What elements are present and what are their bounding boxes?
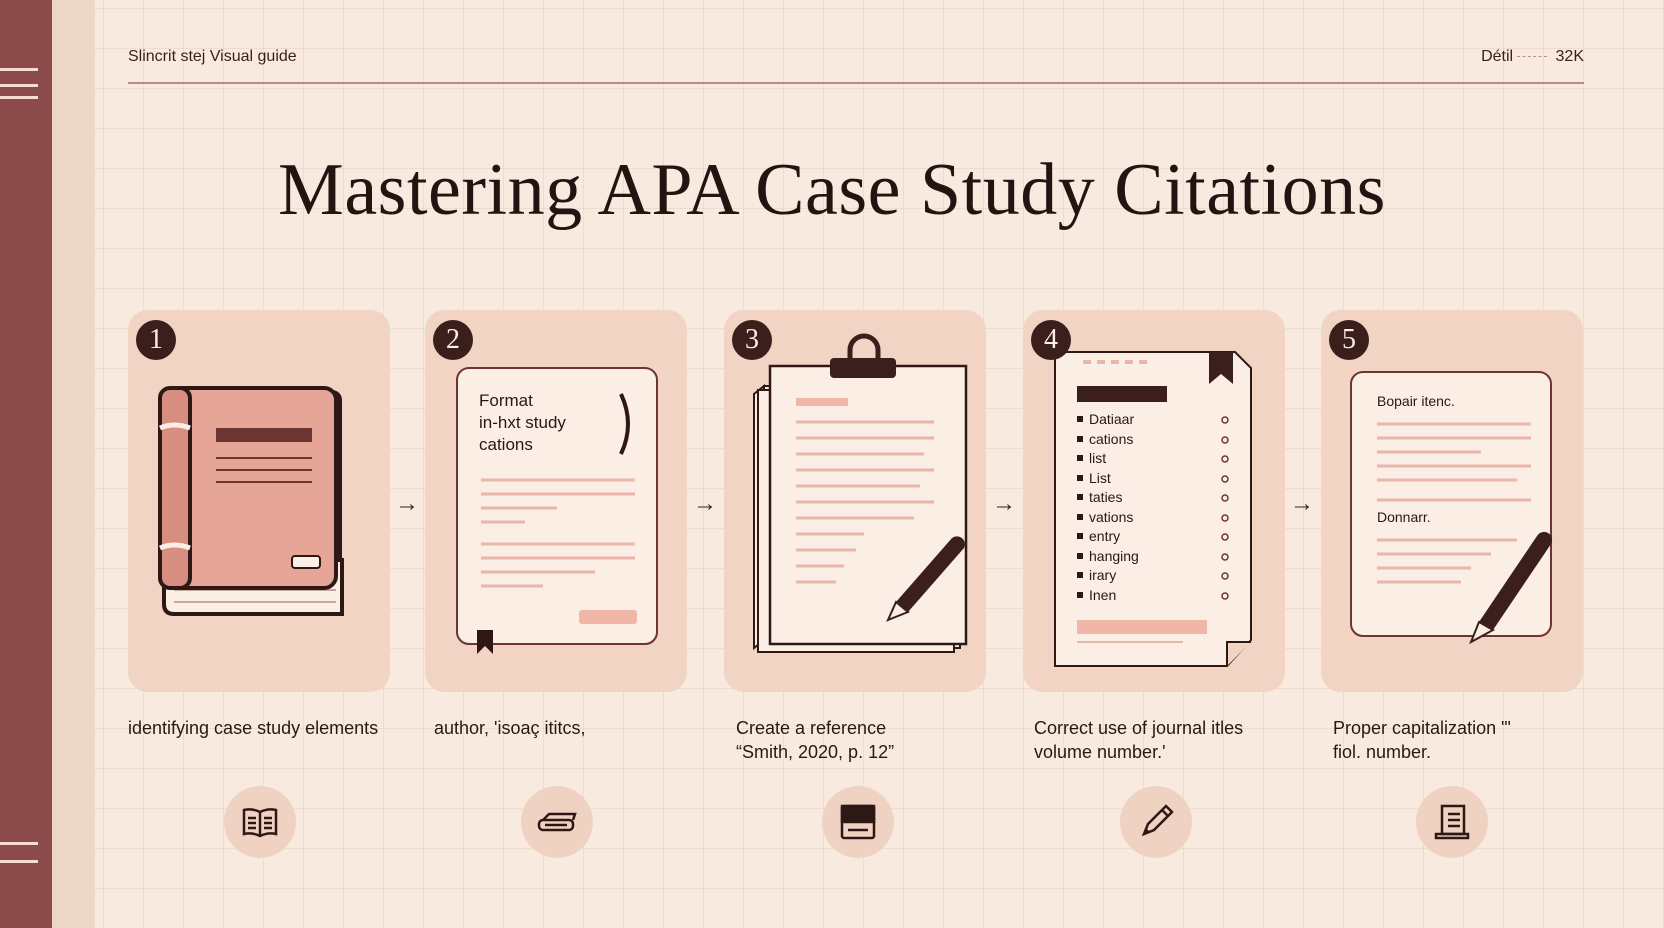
step-number-badge: 2 xyxy=(433,320,473,360)
open-book-icon xyxy=(224,786,296,858)
list-item: cations xyxy=(1089,431,1133,447)
list-item: irary xyxy=(1089,567,1116,583)
card-text-line: in-hxt study xyxy=(479,413,566,432)
book-spine xyxy=(0,0,52,928)
meta-info: Détil 32K xyxy=(1481,48,1584,66)
page-title: Mastering APA Case Study Citations xyxy=(278,149,1386,231)
book-illustration xyxy=(158,386,344,616)
spine-stripe xyxy=(0,84,38,87)
note-card-icon xyxy=(822,786,894,858)
document-pen-illustration: Bopair itenc. Donnarr. xyxy=(1350,371,1553,645)
caption-line: identifying case study elements xyxy=(128,718,379,738)
list-item: Inen xyxy=(1089,587,1116,603)
caption-line: “Smith, 2020, p. 12” xyxy=(736,742,895,762)
step-number-badge: 1 xyxy=(136,320,176,360)
arrow-right-icon: → xyxy=(693,490,717,517)
top-bar: Slincrit stej Visual guide Détil 32K xyxy=(128,46,1584,74)
card-text-line: Donnarr. xyxy=(1377,509,1431,525)
step-card-4: Datiaar cations list List taties vations… xyxy=(1023,310,1285,692)
caption-line: author, 'isoaç ititcs, xyxy=(434,718,586,738)
step-number-badge: 4 xyxy=(1031,320,1071,360)
list-item: Datiaar xyxy=(1089,411,1134,427)
arrow-right-icon: → xyxy=(992,490,1016,517)
list-item: hanging xyxy=(1089,548,1139,564)
step-caption-4: Correct use of journal itles volume numb… xyxy=(1034,716,1334,764)
list-item: entry xyxy=(1089,528,1120,544)
header-rule xyxy=(128,82,1584,84)
meta-dash xyxy=(1517,56,1548,58)
spine-stripe xyxy=(0,860,38,863)
step-caption-2: author, 'isoaç ititcs, xyxy=(434,716,734,740)
checklist: Datiaar cations list List taties vations… xyxy=(1077,411,1139,603)
card-text-line: Format xyxy=(479,391,533,410)
step-card-1: 1 xyxy=(128,310,390,692)
caption-line: Proper capitalization "' xyxy=(1333,718,1511,738)
spine-page-edge xyxy=(52,0,95,928)
caption-line: fiol. number. xyxy=(1333,742,1432,762)
step-card-3: 3 xyxy=(724,310,986,692)
arrow-right-icon: → xyxy=(1290,490,1314,517)
meta-right: 32K xyxy=(1555,48,1584,65)
spine-stripe xyxy=(0,842,38,845)
document-illustration: Format in-hxt study cations xyxy=(456,367,658,654)
card-text-line: cations xyxy=(479,435,533,454)
step-card-2: Format in-hxt study cations 2 xyxy=(425,310,687,692)
list-item: List xyxy=(1089,470,1111,486)
document-icon xyxy=(1416,786,1488,858)
step-caption-3: Create a reference “Smith, 2020, p. 12” xyxy=(736,716,1036,764)
checklist-illustration: Datiaar cations list List taties vations… xyxy=(1054,351,1252,667)
caption-line: Correct use of journal itles xyxy=(1034,718,1244,738)
step-caption-1: identifying case study elements xyxy=(128,716,428,740)
arrow-right-icon: → xyxy=(395,490,419,517)
book-stack-icon xyxy=(521,786,593,858)
list-item: taties xyxy=(1089,489,1122,505)
list-item: vations xyxy=(1089,509,1133,525)
clipboard-illustration xyxy=(753,333,968,653)
meta-left: Détil xyxy=(1481,48,1514,65)
list-item: list xyxy=(1089,450,1106,466)
step-card-5: Bopair itenc. Donnarr. 5 xyxy=(1321,310,1583,692)
step-number-badge: 5 xyxy=(1329,320,1369,360)
card-text-line: Bopair itenc. xyxy=(1377,393,1455,409)
caption-line: Create a reference xyxy=(736,718,887,738)
step-number-badge: 3 xyxy=(732,320,772,360)
spine-stripe xyxy=(0,68,38,71)
spine-stripe xyxy=(0,96,38,99)
caption-line: volume number.' xyxy=(1034,742,1166,762)
step-caption-5: Proper capitalization "' fiol. number. xyxy=(1333,716,1623,764)
brand-label: Slincrit stej Visual guide xyxy=(128,48,297,65)
pencil-icon xyxy=(1120,786,1192,858)
